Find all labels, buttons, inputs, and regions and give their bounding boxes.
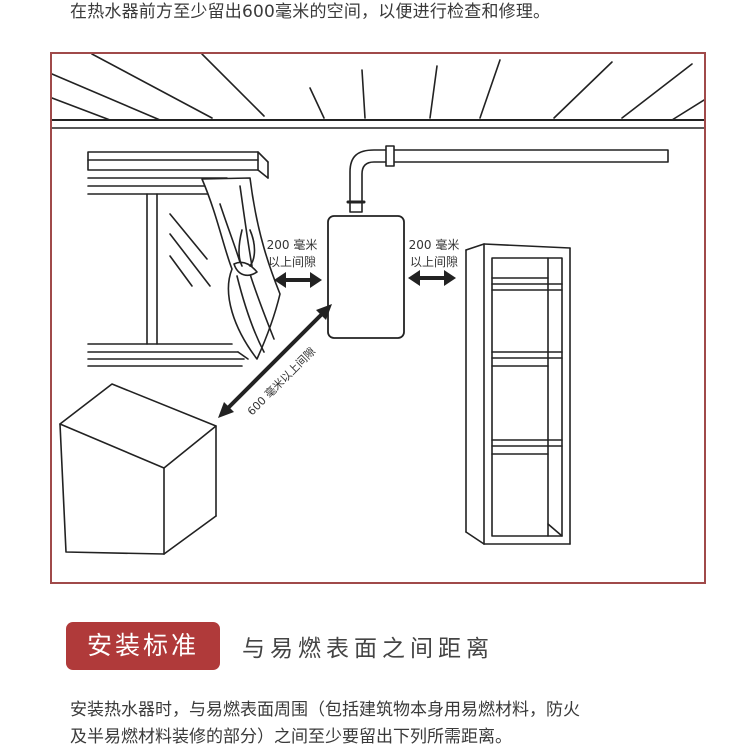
clearance-right-label-1: 200 毫米 [409, 237, 460, 252]
clearance-right-arrow [408, 270, 456, 286]
curtain [201, 177, 281, 360]
body-line-2: 及半易燃材料装修的部分）之间至少要留出下列所需距离。 [70, 727, 512, 747]
clearance-right-label-2: 以上间隙 [410, 255, 458, 269]
flue-pipe [346, 145, 669, 213]
window [87, 151, 269, 367]
cabinet-box [59, 383, 217, 555]
intro-text: 在热水器前方至少留出600毫米的空间，以便进行检查和修理。 [70, 2, 551, 22]
body-line-1: 安装热水器时，与易燃表面周围（包括建筑物本身用易燃材料，防火 [70, 700, 580, 720]
ceiling [52, 54, 704, 129]
diagram-illustration: 200 毫米 以上间隙 200 毫米 以上间隙 600 毫米以上间隙 [52, 54, 704, 555]
body-paragraph: 安装热水器时，与易燃表面周围（包括建筑物本身用易燃材料，防火 及半易燃材料装修的… [70, 697, 710, 751]
installation-diagram: 200 毫米 以上间隙 200 毫米 以上间隙 600 毫米以上间隙 [50, 52, 706, 584]
water-heater [327, 215, 405, 339]
section-subtitle: 与易燃表面之间距离 [242, 636, 494, 662]
clearance-left-label-1: 200 毫米 [267, 237, 318, 252]
bookshelf [465, 243, 571, 545]
clearance-front-arrow [218, 304, 332, 418]
section-badge: 安装标准 [66, 622, 220, 670]
clearance-left-label-2: 以上间隙 [268, 255, 316, 269]
clearance-left-arrow [274, 272, 322, 288]
